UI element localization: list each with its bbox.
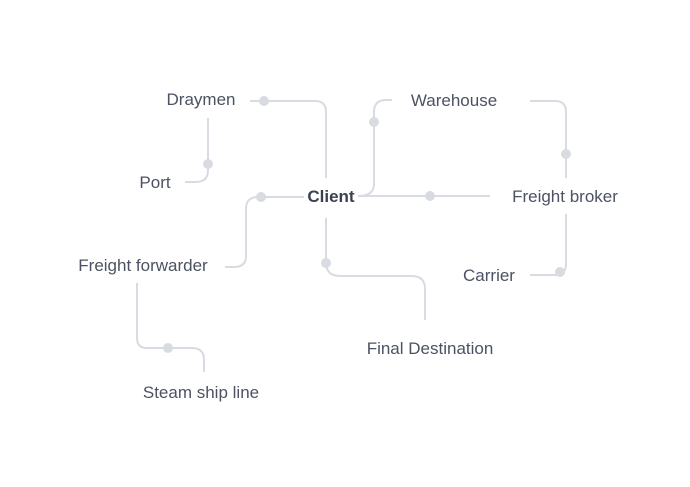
node-port[interactable]: Port [139,173,170,192]
node-warehouse[interactable]: Warehouse [411,91,497,110]
node-labels: Client Draymen Port Warehouse Freight br… [78,90,618,402]
connector-dot [163,343,173,353]
node-steam-ship-line[interactable]: Steam ship line [143,383,259,402]
edge-freight-forwarder-steam-ship-line [136,283,205,372]
edge-freight-broker-warehouse [530,100,567,178]
connector-dots [163,96,571,353]
edge-client-warehouse [357,99,392,197]
connector-dot [321,258,331,268]
connector-dot [256,192,266,202]
edge-client-final-destination [325,218,426,320]
edge-freight-broker-carrier [530,214,567,276]
connector-dot [369,117,379,127]
connector-dot [425,191,435,201]
node-final-destination[interactable]: Final Destination [367,339,494,358]
node-carrier[interactable]: Carrier [463,266,515,285]
edge-client-draymen [250,100,327,178]
node-freight-forwarder[interactable]: Freight forwarder [78,256,208,275]
edge-client-freight-forwarder [225,196,304,268]
connector-dot [561,149,571,159]
node-freight-broker[interactable]: Freight broker [512,187,618,206]
connector-dot [259,96,269,106]
edge-draymen-port [185,118,209,183]
node-draymen[interactable]: Draymen [167,90,236,109]
connectors [136,99,567,372]
connector-dot [203,159,213,169]
node-client[interactable]: Client [307,187,355,206]
connector-dot [555,267,565,277]
